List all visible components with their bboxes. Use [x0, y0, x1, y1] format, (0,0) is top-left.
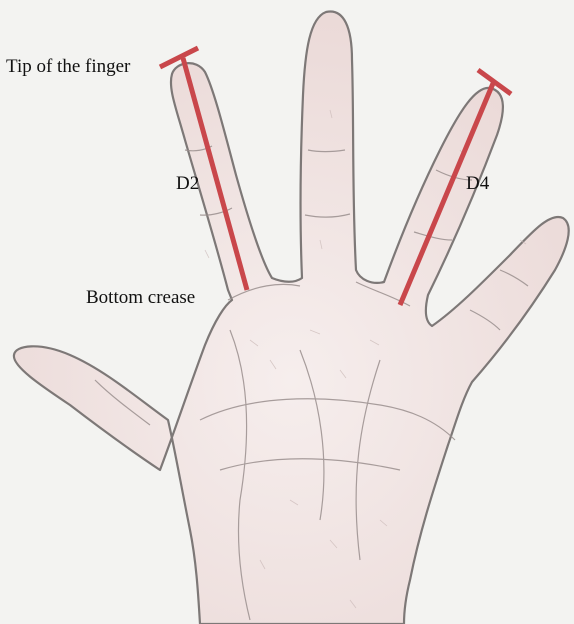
- tip-of-finger-label: Tip of the finger: [6, 57, 130, 76]
- d4-label: D4: [466, 174, 489, 193]
- bottom-crease-label: Bottom crease: [86, 288, 195, 307]
- d2-label: D2: [176, 174, 199, 193]
